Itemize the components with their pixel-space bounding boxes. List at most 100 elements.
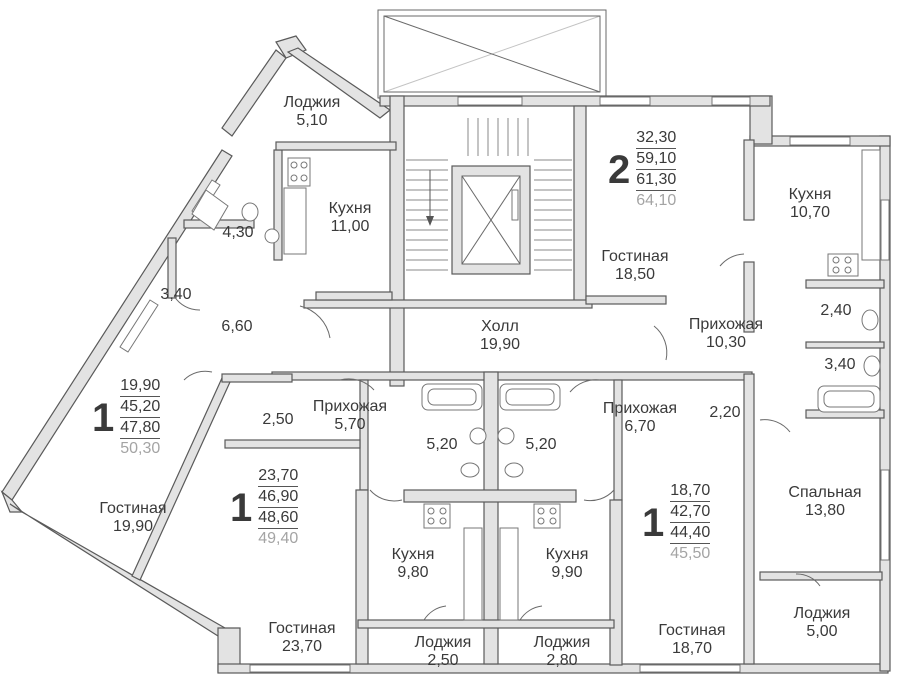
- toilet-icon: [241, 202, 259, 222]
- bathtub-icon: [499, 383, 561, 411]
- total-area-with-loggia: 47,80: [120, 418, 161, 439]
- full-area: 49,40: [258, 530, 299, 547]
- room-area: 5,00: [806, 623, 838, 640]
- total-area: 46,90: [258, 487, 299, 508]
- total-area-with-loggia: 44,40: [670, 523, 711, 544]
- room-label-toilet: 2,40: [820, 302, 851, 320]
- apartment-summary: 2 32,30 59,10 61,30 64,10: [608, 128, 677, 211]
- room-name: Лоджия: [793, 605, 851, 622]
- stove-icon: [827, 253, 859, 277]
- room-area: 5,70: [334, 416, 366, 433]
- room-label-bathroom: 3,40: [824, 356, 855, 374]
- living-area: 32,30: [636, 128, 677, 149]
- fixtures: [191, 149, 881, 621]
- room-area: 3,40: [160, 286, 192, 303]
- windows: [119, 96, 890, 673]
- room-area: 18,70: [671, 640, 713, 657]
- room-label-bathroom: 4,30: [222, 224, 253, 242]
- room-area: 10,70: [789, 204, 831, 221]
- bathtub-icon: [817, 385, 881, 413]
- room-area: 3,40: [824, 356, 856, 373]
- sink-icon: [497, 427, 515, 445]
- total-area: 45,20: [120, 397, 161, 418]
- room-area: 5,20: [426, 436, 458, 453]
- apartment-summary: 1 18,70 42,70 44,40 45,50: [642, 481, 711, 564]
- interior-walls: [131, 139, 885, 666]
- kitchen-counter: [283, 149, 881, 621]
- room-label-bathroom: 5,20: [426, 436, 457, 454]
- room-area: 5,10: [296, 112, 328, 129]
- toilet-icon: [504, 462, 524, 478]
- total-area: 59,10: [636, 149, 677, 170]
- living-area: 18,70: [670, 481, 711, 502]
- apartment-summary: 1 23,70 46,90 48,60 49,40: [230, 466, 299, 549]
- room-area: 5,20: [525, 436, 557, 453]
- apartment-rooms: 1: [92, 395, 115, 440]
- room-area: 6,60: [221, 318, 253, 335]
- room-name: Спальная: [788, 484, 862, 501]
- toilet-icon: [460, 462, 480, 478]
- room-area: 2,50: [427, 652, 459, 669]
- stairs-right: [534, 159, 572, 271]
- room-name: Прихожая: [688, 316, 764, 333]
- room-name: Прихожая: [602, 400, 678, 417]
- room-area: 23,70: [281, 638, 323, 655]
- room-area: 2,50: [262, 411, 294, 428]
- doors: [173, 253, 821, 621]
- room-area: 9,80: [397, 564, 429, 581]
- total-area-with-loggia: 61,30: [636, 170, 677, 191]
- stove-icon: [533, 503, 561, 529]
- sink-icon: [264, 228, 280, 244]
- apartment-summary: 1 19,90 45,20 47,80 50,30: [92, 376, 161, 459]
- bathtub-icon: [191, 189, 229, 231]
- apartment-rooms: 2: [608, 147, 631, 192]
- toilet-icon: [863, 355, 881, 377]
- room-area: 4,30: [222, 224, 254, 241]
- room-area: 19,90: [479, 336, 521, 353]
- stairwell: [406, 118, 572, 275]
- room-label-storage: 3,40: [160, 286, 191, 304]
- full-area: 64,10: [636, 192, 677, 209]
- room-name: Гостиная: [658, 622, 726, 639]
- full-area: 50,30: [120, 440, 161, 457]
- room-name: Гостиная: [99, 500, 167, 517]
- bathtub-icon: [421, 383, 483, 411]
- apartment-rooms: 1: [230, 485, 253, 530]
- room-area: 2,40: [820, 302, 852, 319]
- room-area: 11,00: [330, 218, 370, 235]
- room-name: Гостиная: [268, 620, 336, 637]
- stove-icon: [287, 157, 311, 187]
- room-label-storage: 2,50: [262, 411, 293, 429]
- room-area: 9,90: [551, 564, 583, 581]
- top-balcony: [377, 9, 607, 99]
- living-area: 19,90: [120, 376, 161, 397]
- total-area-with-loggia: 48,60: [258, 508, 299, 529]
- room-name: Лоджия: [414, 634, 472, 651]
- room-name: Лоджия: [533, 634, 591, 651]
- sink-icon: [469, 427, 487, 445]
- apartment-rooms: 1: [642, 500, 665, 545]
- apartment-areas: 32,30 59,10 61,30 64,10: [636, 128, 677, 211]
- room-name: Лоджия: [283, 94, 341, 111]
- room-area: 2,80: [546, 652, 578, 669]
- room-area: 13,80: [804, 502, 846, 519]
- room-area: 18,50: [614, 266, 656, 283]
- room-name: Кухня: [391, 546, 435, 563]
- room-label-bathroom: 5,20: [525, 436, 556, 454]
- room-area: 10,30: [705, 334, 747, 351]
- room-name: Гостиная: [601, 248, 669, 265]
- total-area: 42,70: [670, 502, 711, 523]
- living-area: 23,70: [258, 466, 299, 487]
- room-area: 6,70: [624, 418, 656, 435]
